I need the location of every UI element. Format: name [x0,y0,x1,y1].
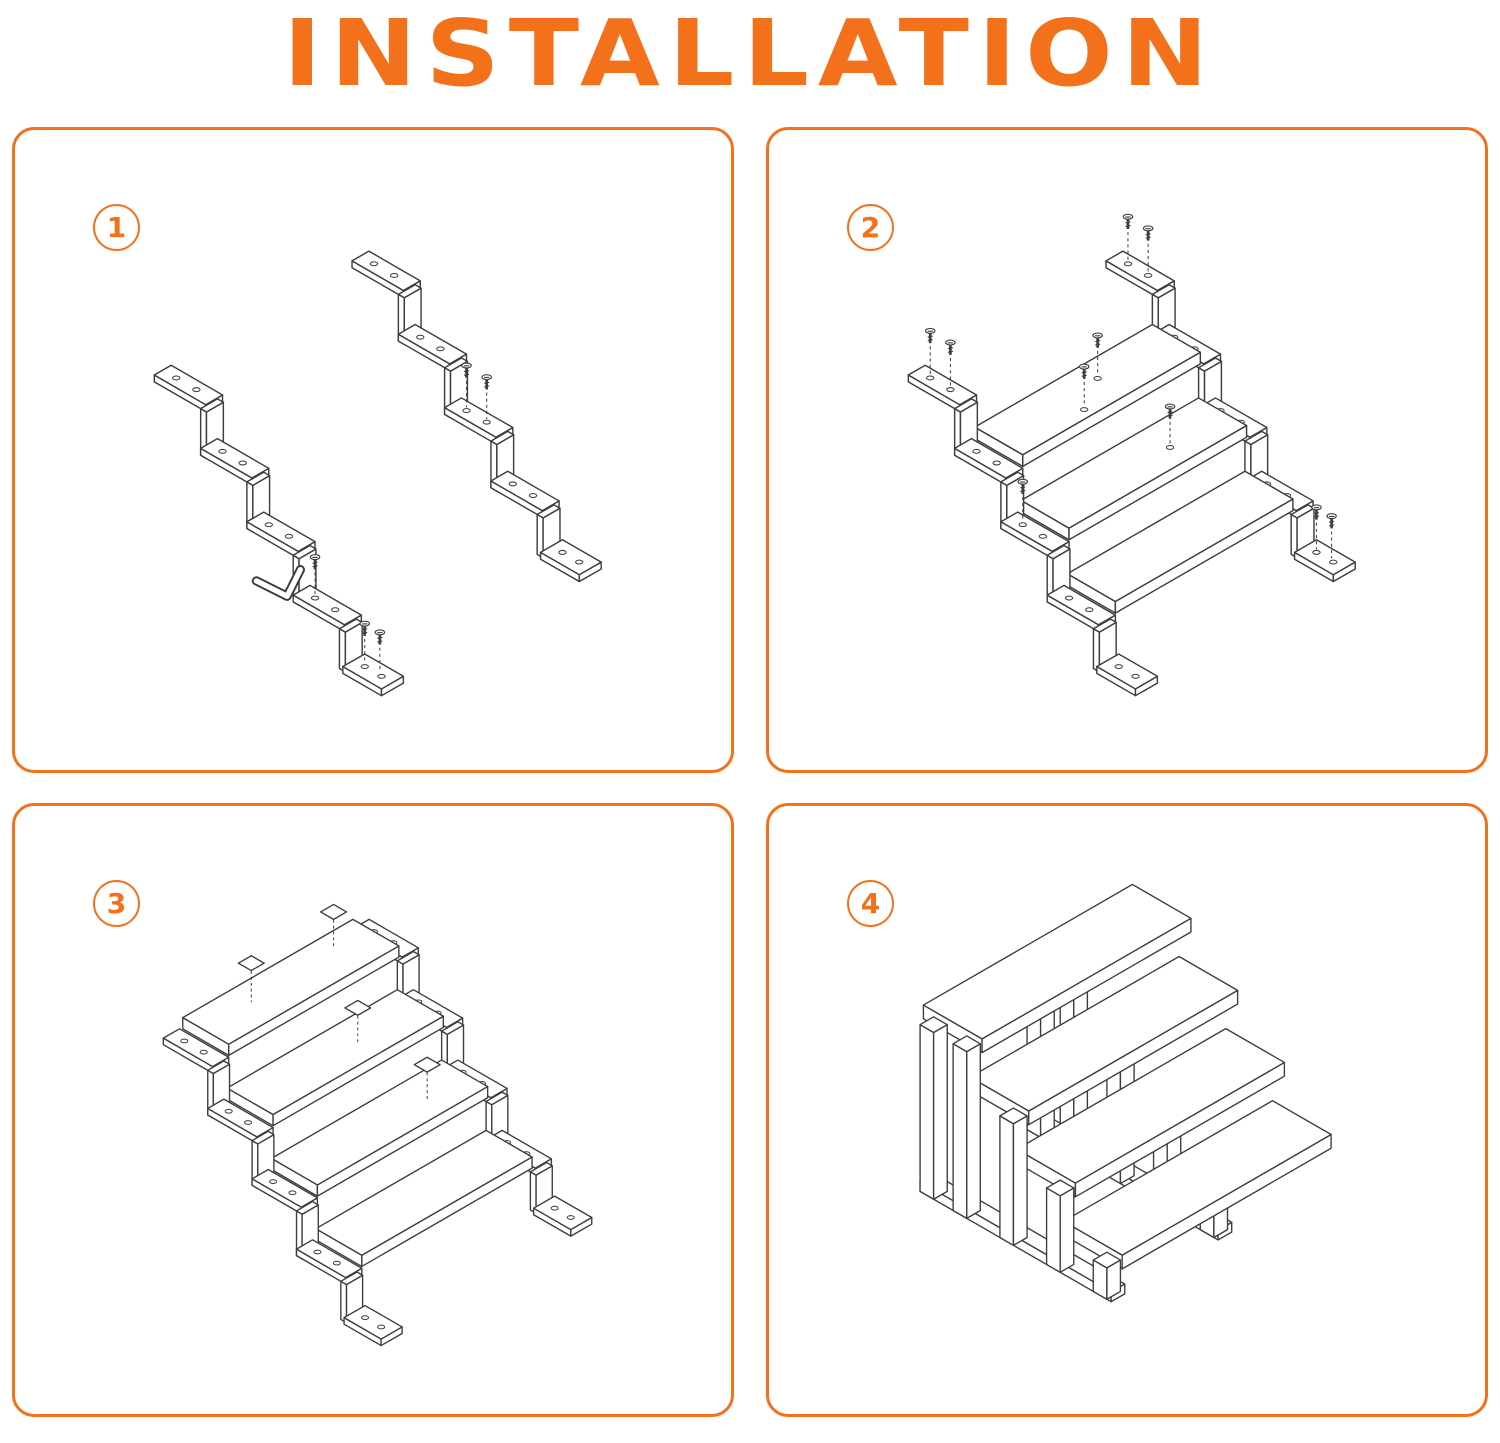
step-number: 4 [860,886,881,920]
step-panel-4: 4 [766,802,1488,1417]
step-number: 2 [860,210,881,244]
page-title: INSTALLATION [283,0,1217,107]
step-panel-3: 3 [12,802,734,1417]
step-number-badge: 4 [847,879,894,927]
step-panels-grid: 1 2 3 4 [0,126,1500,1417]
step-number-badge: 1 [93,203,140,251]
step-number-badge: 3 [93,879,140,927]
step-2-boards-attachment-diagram [907,213,1356,697]
step-number: 3 [106,886,127,920]
step-1-frame-assembly-diagram [153,250,602,697]
step-panel-1: 1 [12,126,734,773]
step-number: 1 [106,210,127,244]
step-3-pads-attachment-diagram [162,903,593,1346]
step-4-finished-stand-diagram [919,883,1332,1302]
step-panel-2: 2 [766,126,1488,773]
step-number-badge: 2 [847,203,894,251]
